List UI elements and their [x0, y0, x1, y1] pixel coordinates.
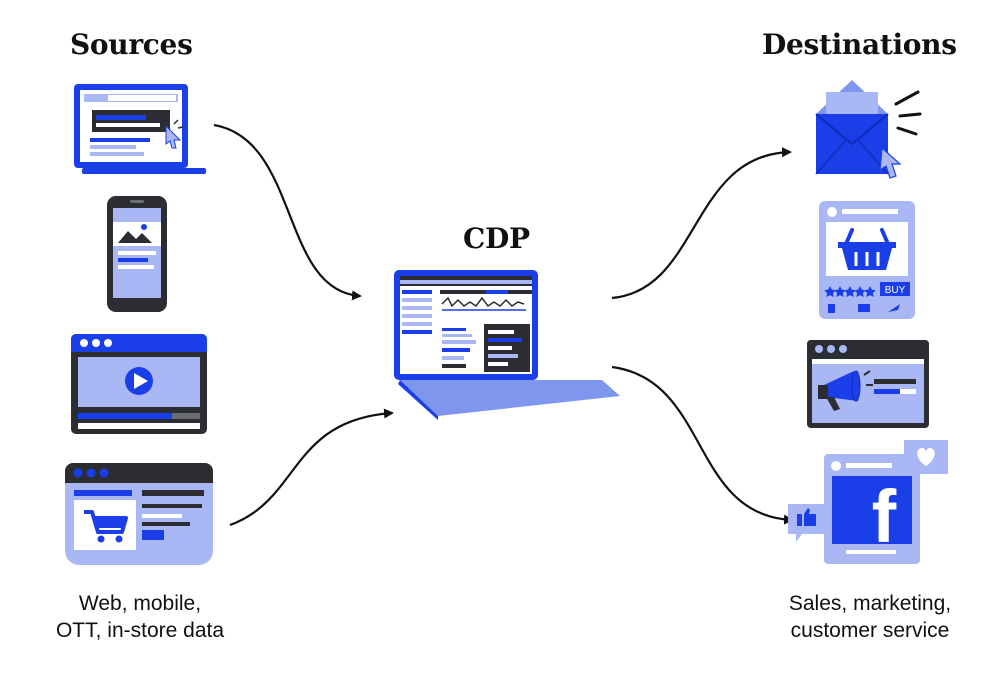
cdp-laptop-dashboard-icon [392, 268, 624, 424]
destinations-caption-line1: Sales, marketing, [788, 592, 952, 615]
sources-caption-line1: Web, mobile, [78, 592, 202, 615]
ott-video-player-icon [70, 333, 208, 435]
email-envelope-icon [812, 78, 924, 184]
destinations-caption: Sales, marketing, customer service [760, 590, 980, 644]
arrow-cdp-to-destinations-top [611, 147, 792, 300]
web-laptop-icon [70, 82, 206, 178]
cdp-heading: CDP [463, 222, 530, 255]
sources-heading: Sources [70, 28, 193, 61]
destinations-caption-line2: customer service [790, 619, 950, 642]
mobile-phone-icon [106, 195, 168, 313]
arrow-sources-top-to-cdp [213, 123, 362, 301]
facebook-social-icon: f [786, 438, 950, 568]
sources-caption: Web, mobile, OTT, in-store data [30, 590, 250, 644]
in-store-shopping-cart-icon [64, 462, 214, 566]
destinations-heading: Destinations [762, 28, 957, 61]
facebook-logo-letter: f [872, 475, 897, 558]
buy-badge-label: BUY [885, 285, 906, 296]
arrow-cdp-to-destinations-bottom [611, 365, 794, 525]
sources-caption-line2: OTT, in-store data [55, 619, 225, 642]
arrow-sources-bottom-to-cdp [229, 408, 394, 527]
ecommerce-basket-icon: BUY [818, 200, 916, 320]
marketing-megaphone-icon [806, 339, 930, 429]
